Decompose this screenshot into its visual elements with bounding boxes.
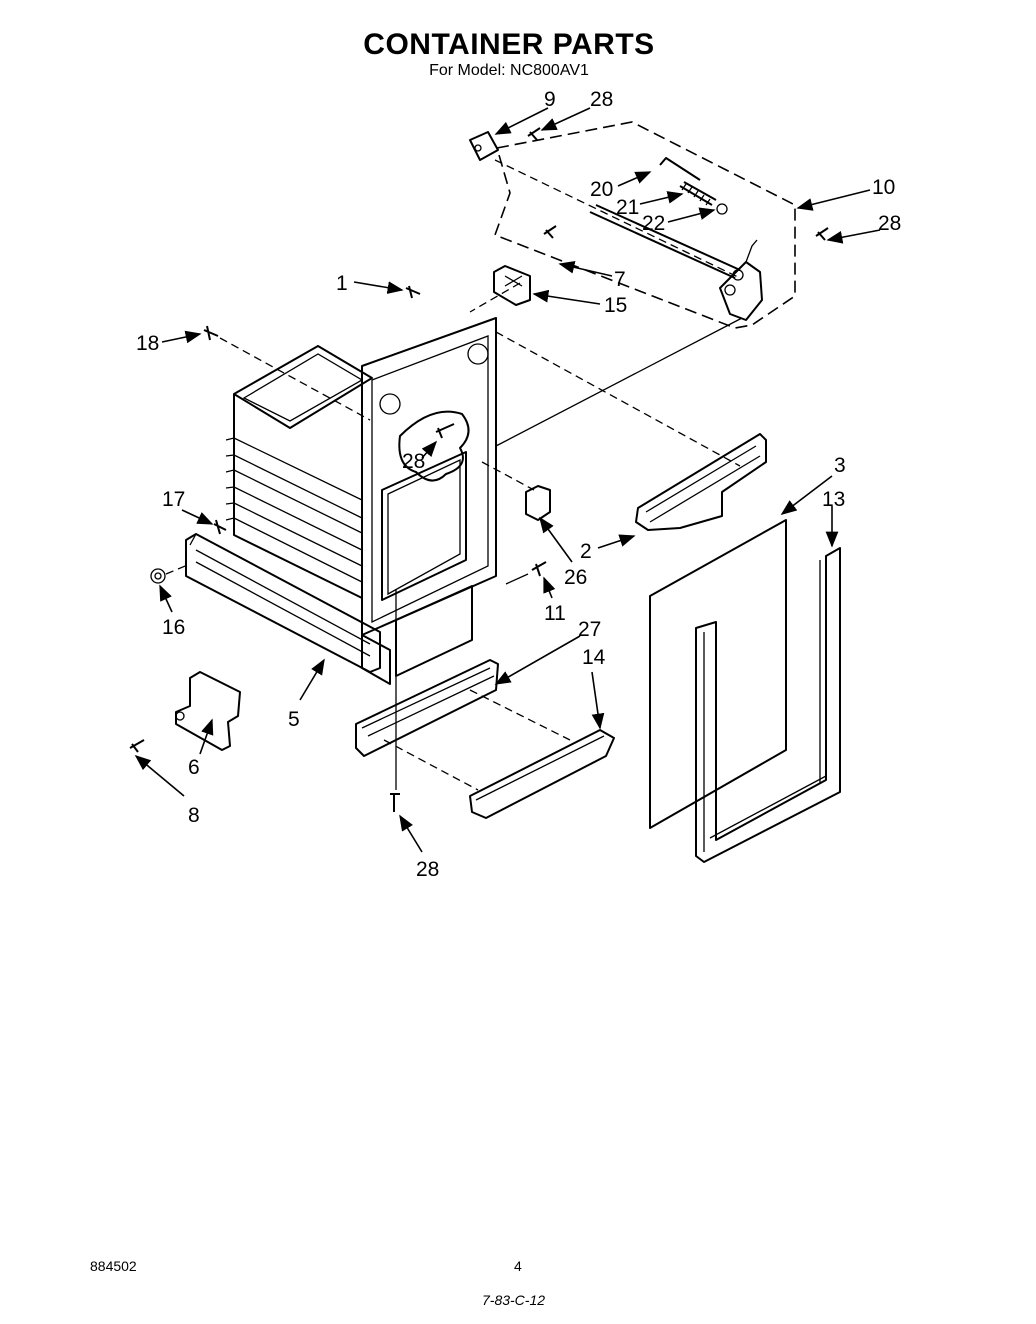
- screw-28-bottom: [390, 590, 400, 812]
- callout-10: 10: [872, 176, 895, 199]
- callout-11: 11: [544, 602, 566, 625]
- callout-28: 28: [878, 212, 901, 235]
- page-number: 4: [514, 1258, 522, 1274]
- callout-14: 14: [582, 646, 606, 669]
- screw-18: [203, 325, 371, 421]
- top-rod-assembly: [469, 121, 829, 329]
- leader-line: [481, 461, 535, 491]
- door-frame-13: [695, 547, 841, 863]
- container-body-5: [185, 317, 497, 685]
- door-glass-3: [649, 519, 787, 829]
- callout-15: 15: [604, 294, 627, 317]
- latch-bracket-15: [405, 225, 557, 313]
- callout-28: 28: [590, 88, 613, 111]
- page-title: CONTAINER PARTS: [363, 28, 655, 61]
- callout-28: 28: [402, 450, 425, 473]
- callout-26: 26: [564, 566, 587, 589]
- shelf-rail-27: [355, 659, 571, 791]
- callout-27: 27: [578, 618, 601, 641]
- callout-8: 8: [188, 804, 200, 827]
- callout-20: 20: [590, 178, 613, 201]
- callout-13: 13: [822, 488, 845, 511]
- front-rail-2: [635, 433, 767, 531]
- callout-6: 6: [188, 756, 200, 779]
- callout-1: 1: [336, 272, 348, 295]
- callout-arrows: [134, 107, 881, 853]
- handle-14: [469, 729, 615, 819]
- stamp-code: 7-83-C-12: [482, 1292, 546, 1308]
- callout-7: 7: [614, 268, 626, 291]
- callout-18: 18: [136, 332, 159, 355]
- callout-2: 2: [580, 540, 592, 563]
- callout-21: 21: [616, 196, 639, 219]
- doc-number: 884502: [90, 1258, 137, 1274]
- callout-9: 9: [544, 88, 556, 111]
- screw-17-nut-16: [150, 519, 227, 584]
- clip-26: [525, 485, 551, 521]
- callout-16: 16: [162, 616, 185, 639]
- callout-28: 28: [416, 858, 439, 881]
- callout-5: 5: [288, 708, 300, 731]
- screw-11: [505, 561, 547, 585]
- callout-22: 22: [642, 212, 665, 235]
- leader-line: [495, 331, 741, 467]
- callout-17: 17: [162, 488, 185, 511]
- leader-line: [495, 317, 743, 447]
- hinge-6: [129, 671, 241, 753]
- callout-labels: 9 28 10 20 21 22 28 1 7 15 18 28 3 13 17…: [136, 88, 901, 881]
- callout-3: 3: [834, 454, 846, 477]
- model-subtitle: For Model: NC800AV1: [429, 62, 589, 79]
